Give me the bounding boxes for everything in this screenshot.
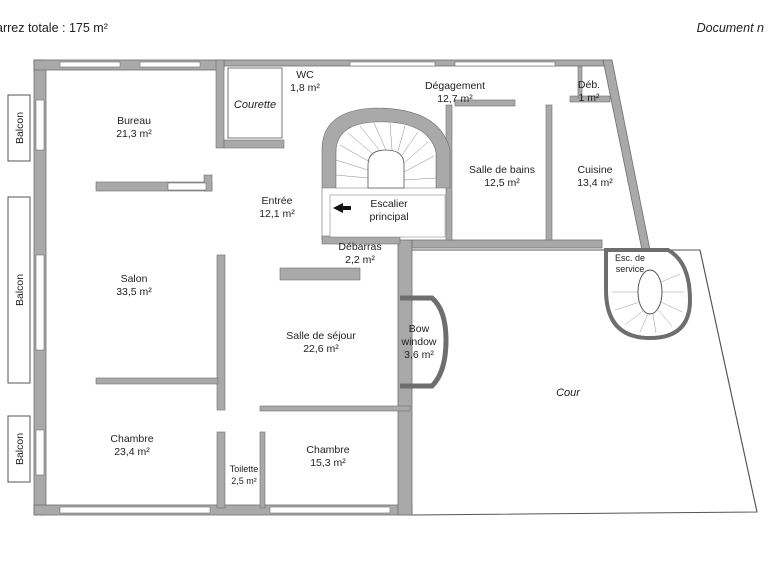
room-area-sejour: 22,6 m² bbox=[303, 343, 339, 355]
room-name-chambre-1: Chambre bbox=[110, 433, 153, 445]
room-area-deb: 1 m² bbox=[579, 92, 601, 104]
room-area-chambre-1: 23,4 m² bbox=[114, 446, 150, 458]
room-area-chambre-2: 15,3 m² bbox=[310, 457, 346, 469]
room-area-toilette: 2,5 m² bbox=[231, 476, 257, 486]
room-area-wc: 1,8 m² bbox=[290, 82, 320, 94]
room-name-debarras: Débarras bbox=[338, 241, 381, 253]
room-name-salle-bains: Salle de bains bbox=[469, 164, 535, 176]
room-name-sejour: Salle de séjour bbox=[286, 330, 356, 342]
room-name-bureau: Bureau bbox=[117, 115, 151, 127]
room-area-bow: 3,6 m² bbox=[404, 349, 434, 361]
room-name-bow-1: Bow bbox=[409, 323, 430, 335]
room-name-escalier-2: principal bbox=[369, 211, 408, 223]
room-name-bow-2: window bbox=[400, 336, 436, 348]
room-area-debarras: 2,2 m² bbox=[345, 254, 375, 266]
balconies bbox=[7, 94, 31, 483]
room-name-courette: Courette bbox=[234, 99, 276, 111]
service-staircase bbox=[604, 248, 693, 341]
room-area-salon: 33,5 m² bbox=[116, 286, 152, 298]
room-name-salon: Salon bbox=[121, 273, 148, 285]
room-name-toilette: Toilette bbox=[230, 464, 259, 474]
balcony-label-1: Balcon bbox=[14, 112, 26, 144]
room-area-entree: 12,1 m² bbox=[259, 208, 295, 220]
room-name-esc-service-2: service bbox=[616, 264, 645, 274]
room-name-wc: WC bbox=[296, 69, 314, 81]
total-area-caption: arrez totale : 175 m² bbox=[0, 21, 108, 35]
courette-area bbox=[227, 67, 283, 139]
main-staircase bbox=[321, 107, 451, 240]
room-name-cour: Cour bbox=[556, 387, 581, 399]
room-name-escalier-1: Escalier bbox=[370, 198, 408, 210]
windows bbox=[35, 61, 556, 514]
courtyard-edge bbox=[699, 249, 758, 513]
outer-walls bbox=[33, 59, 651, 516]
room-name-cuisine: Cuisine bbox=[577, 164, 612, 176]
room-name-chambre-2: Chambre bbox=[306, 444, 349, 456]
room-name-deb: Déb. bbox=[578, 79, 600, 91]
room-area-cuisine: 13,4 m² bbox=[577, 177, 613, 189]
room-area-salle-bains: 12,5 m² bbox=[484, 177, 520, 189]
room-name-entree: Entrée bbox=[262, 195, 293, 207]
room-area-bureau: 21,3 m² bbox=[116, 128, 152, 140]
document-note: Document n bbox=[696, 21, 764, 35]
room-name-degagement: Dégagement bbox=[425, 80, 485, 92]
balcony-label-2: Balcon bbox=[14, 274, 26, 306]
bow-window bbox=[400, 295, 449, 389]
balcony-label-3: Balcon bbox=[14, 433, 26, 465]
room-area-degagement: 12,7 m² bbox=[437, 93, 473, 105]
room-name-esc-service-1: Esc. de bbox=[615, 253, 645, 263]
courtyard-outline bbox=[411, 249, 758, 516]
